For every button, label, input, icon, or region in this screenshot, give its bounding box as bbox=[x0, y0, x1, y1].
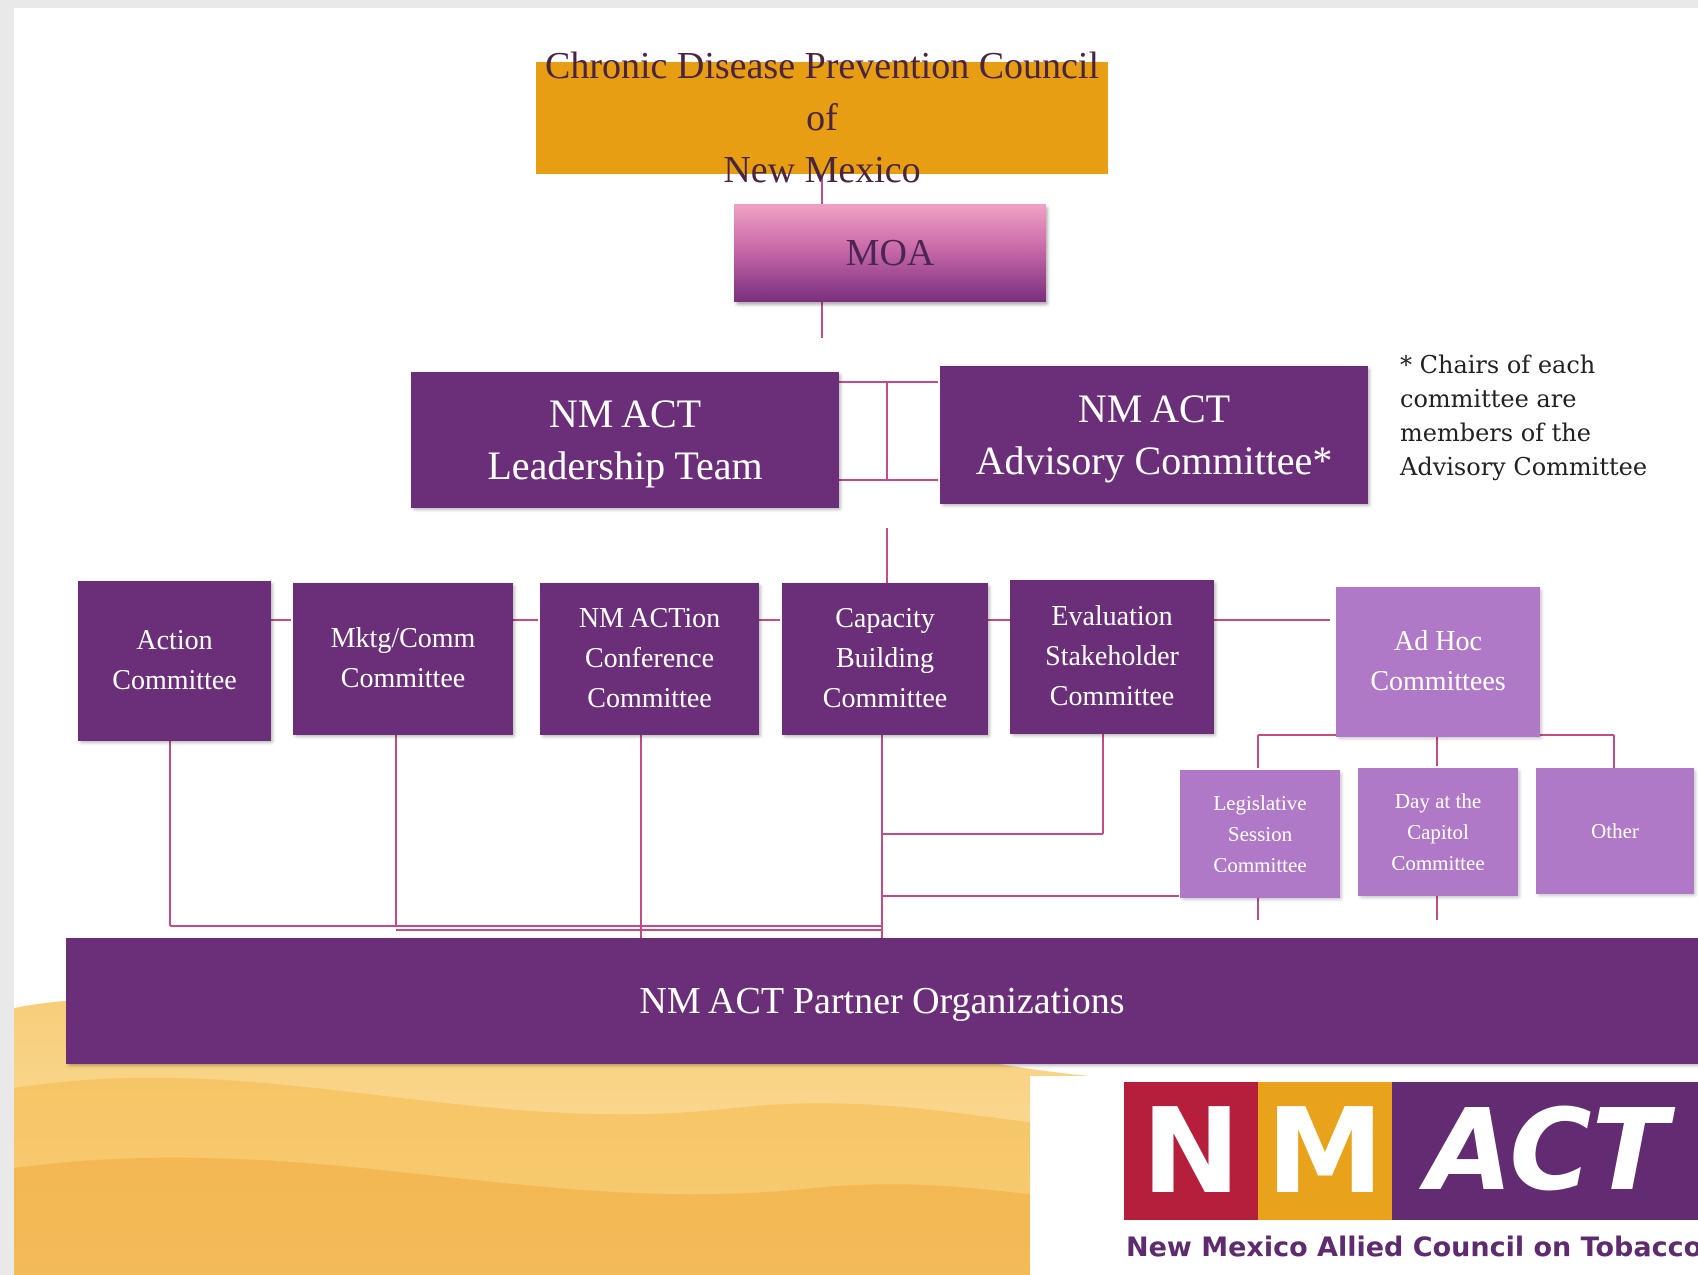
moa-label: MOA bbox=[845, 232, 935, 274]
logo-tile-act: ACT bbox=[1392, 1082, 1698, 1220]
subcommittee-box-legislative-session: Legislative Session Committee bbox=[1180, 770, 1340, 898]
ad-hoc-label: Ad Hoc Committees bbox=[1370, 626, 1506, 697]
partner-organizations-label: NM ACT Partner Organizations bbox=[639, 980, 1125, 1022]
council-box: Chronic Disease Prevention Council of Ne… bbox=[536, 45, 1108, 191]
wave-background bbox=[14, 999, 1164, 1275]
leadership-team-box: NM ACT Leadership Team bbox=[411, 372, 839, 508]
nmact-logo: N M ACT New Mexico Allied Council on Tob… bbox=[1030, 1076, 1698, 1275]
logo-tile-m: M bbox=[1258, 1082, 1392, 1220]
subcommittee-box-other: Other bbox=[1536, 768, 1694, 894]
committee-label: NM ACTion Conference Committee bbox=[578, 603, 721, 714]
council-label: Chronic Disease Prevention Council of Ne… bbox=[544, 45, 1100, 191]
leadership-team-label: NM ACT Leadership Team bbox=[487, 391, 763, 488]
committee-box-action: Action Committee bbox=[78, 581, 271, 741]
ad-hoc-committees-box: Ad Hoc Committees bbox=[1336, 587, 1540, 737]
committee-label: Mktg/Comm Committee bbox=[330, 623, 476, 694]
subcommittee-label: Legislative Session Committee bbox=[1213, 790, 1307, 877]
committee-box-capacity-building: Capacity Building Committee bbox=[782, 583, 988, 735]
logo-tagline: New Mexico Allied Council on Tobacco bbox=[1126, 1232, 1698, 1263]
subcommittee-box-day-at-capitol: Day at the Capitol Committee bbox=[1358, 768, 1518, 896]
connector-lines bbox=[169, 172, 1615, 943]
committee-box-mktg-comm: Mktg/Comm Committee bbox=[293, 583, 513, 735]
subcommittee-label: Day at the Capitol Committee bbox=[1391, 788, 1485, 875]
committee-label: Capacity Building Committee bbox=[822, 603, 948, 714]
logo-tile-n: N bbox=[1124, 1082, 1258, 1220]
advisory-committee-label: NM ACT Advisory Committee* bbox=[975, 386, 1333, 483]
subcommittee-label: Other bbox=[1591, 818, 1639, 843]
advisory-committee-box: NM ACT Advisory Committee* bbox=[940, 366, 1368, 504]
committee-box-naction-conference: NM ACTion Conference Committee bbox=[540, 583, 759, 735]
advisory-footnote: * Chairs of each committee are members o… bbox=[1400, 351, 1648, 481]
committee-box-evaluation-stakeholder: Evaluation Stakeholder Committee bbox=[1010, 580, 1214, 734]
moa-box: MOA bbox=[734, 204, 1046, 302]
committee-label: Action Committee bbox=[112, 625, 237, 696]
committee-label: Evaluation Stakeholder Committee bbox=[1045, 601, 1179, 712]
partner-organizations-box: NM ACT Partner Organizations bbox=[66, 938, 1698, 1064]
slide: Chronic Disease Prevention Council of Ne… bbox=[14, 8, 1698, 1275]
